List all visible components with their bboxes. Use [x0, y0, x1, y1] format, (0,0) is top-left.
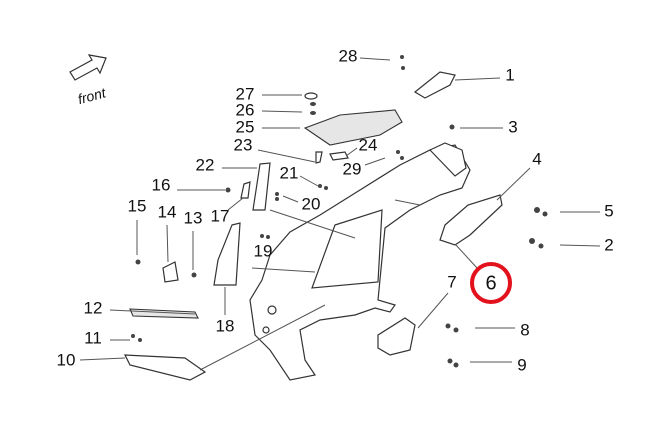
part-14: [162, 261, 179, 283]
callout-15: 15: [128, 196, 147, 215]
part-1: [413, 71, 456, 99]
callout-5: 5: [604, 201, 613, 220]
callout-16: 16: [152, 175, 171, 194]
callout-12: 12: [84, 298, 103, 317]
callout-21: 21: [280, 163, 299, 182]
fasteners: [131, 55, 548, 368]
callout-14: 14: [158, 202, 177, 221]
part-23: [315, 151, 323, 164]
callout-labels: 1 2 3 4 5 6 7 8 9 10 11 12 13 14 15 16 1…: [57, 46, 614, 374]
part-25: [303, 109, 403, 146]
callout-29: 29: [343, 159, 362, 178]
callout-24: 24: [359, 135, 378, 154]
part-7: [377, 317, 416, 356]
callout-28: 28: [339, 46, 358, 65]
part-27: [304, 92, 318, 100]
callout-2: 2: [604, 235, 613, 254]
callout-18: 18: [216, 316, 235, 335]
callout-17: 17: [211, 206, 230, 225]
callout-9: 9: [517, 355, 526, 374]
callout-23: 23: [234, 135, 253, 154]
front-arrow-icon: [69, 54, 107, 81]
callout-11: 11: [84, 328, 102, 347]
callout-22: 22: [196, 155, 215, 174]
callout-13: 13: [184, 208, 203, 227]
callout-8: 8: [520, 320, 529, 339]
part-18: [213, 222, 241, 286]
highlight-circle: [470, 262, 512, 304]
callout-3: 3: [508, 117, 517, 136]
leader-lines: [79, 57, 601, 371]
part-24: [329, 151, 349, 161]
part-22: [252, 162, 271, 211]
part-10: [124, 354, 207, 381]
callout-7: 7: [447, 272, 456, 291]
front-label: front: [76, 84, 108, 107]
callout-26: 26: [236, 100, 255, 119]
part-17: [240, 181, 251, 199]
callout-1: 1: [505, 65, 514, 84]
callout-4: 4: [532, 149, 541, 168]
part-4: [439, 194, 503, 246]
callout-20: 20: [302, 194, 321, 213]
callout-10: 10: [57, 350, 76, 369]
callout-6: 6: [485, 272, 496, 294]
callout-27: 27: [236, 84, 255, 103]
callout-25: 25: [236, 117, 255, 136]
callout-19: 19: [254, 241, 273, 260]
